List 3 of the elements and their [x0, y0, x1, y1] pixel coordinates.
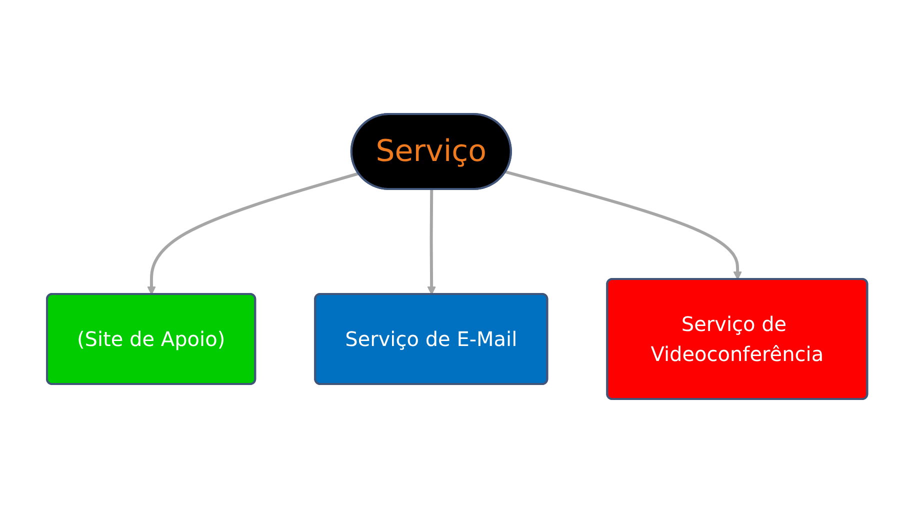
arrow — [427, 189, 436, 295]
arrow — [505, 170, 742, 280]
arrow — [147, 172, 359, 295]
